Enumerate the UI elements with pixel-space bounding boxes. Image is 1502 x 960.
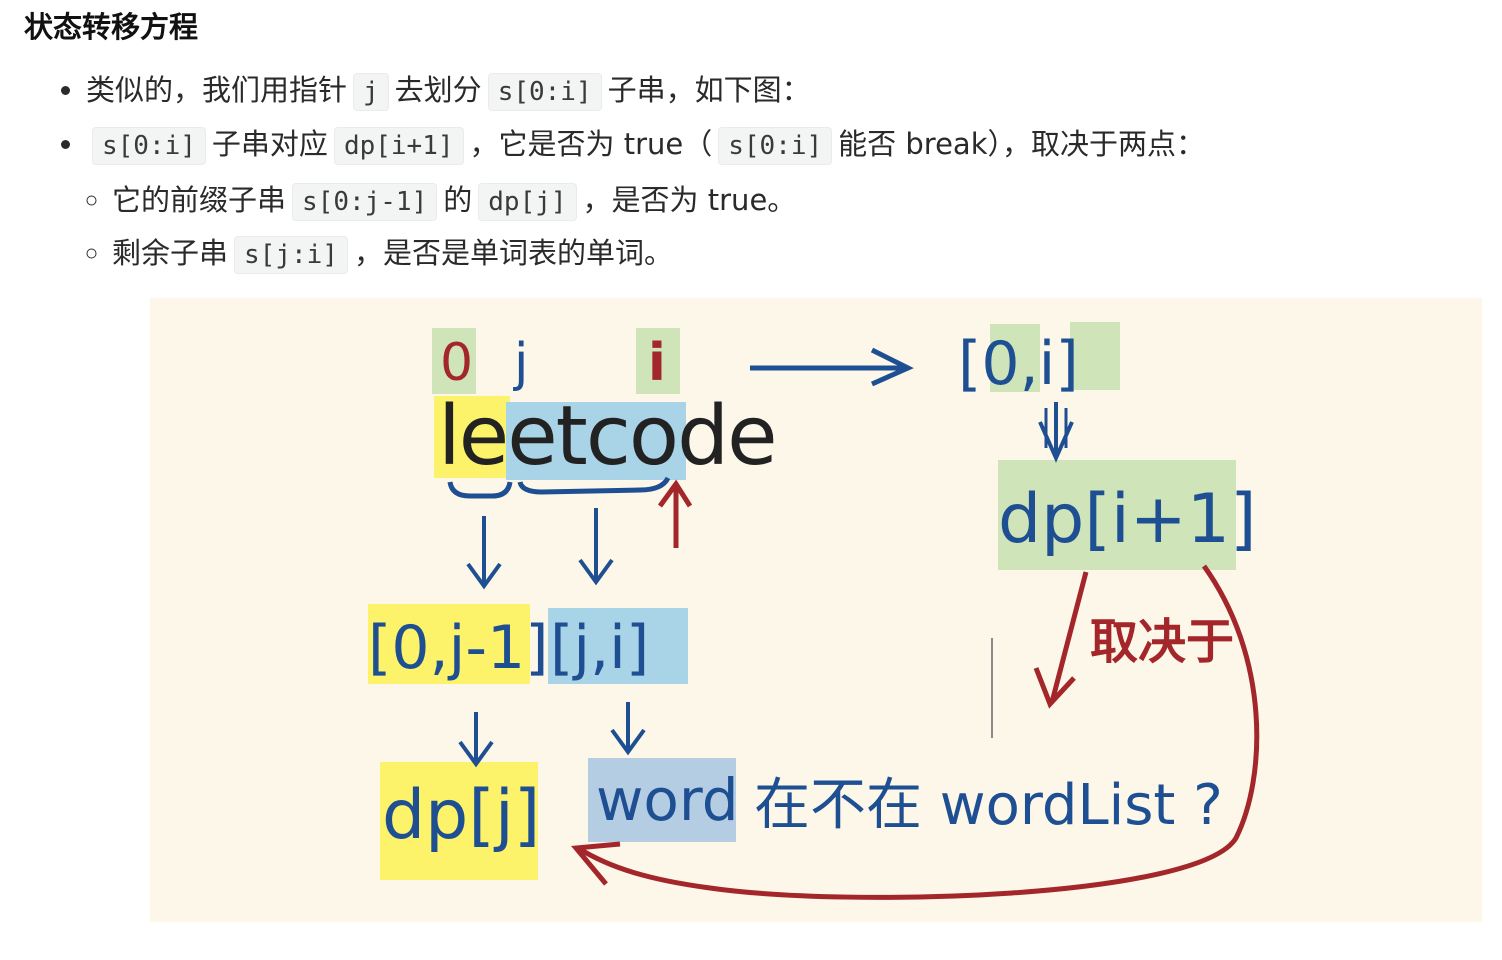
text: 子串，如下图： [607, 73, 811, 107]
text: ，是否是单词表的单词。 [353, 236, 673, 270]
text: 能否 break），取决于两点： [838, 127, 1205, 161]
inline-code: s[j:i] [234, 236, 348, 274]
text: 子串对应 [211, 127, 328, 161]
highlight-j-i [548, 608, 688, 684]
text: ，它是否为 true（ [469, 127, 713, 161]
highlight-l [434, 396, 510, 478]
down-arrow-right [578, 508, 614, 586]
inline-code: dp[j] [478, 183, 577, 221]
word-label: word [596, 766, 739, 834]
highlight-i [636, 328, 680, 394]
text: 类似的，我们用指针 [86, 73, 348, 107]
highlight-0 [432, 328, 476, 394]
double-arrow-shaft [1044, 408, 1068, 448]
text: 它的前缀子串 [112, 183, 287, 217]
text: ，是否为 true。 [582, 183, 797, 217]
inline-code: s[0:j-1] [292, 183, 438, 221]
red-curve-arrow [576, 564, 1260, 900]
range-0-j-minus-1: [0,j-1] [368, 613, 549, 683]
question-text: 在不在 wordList ? [754, 773, 1223, 838]
highlight-i-in-range [1070, 322, 1120, 390]
range-j-i: [j,i] [550, 613, 649, 683]
dp-i-plus-1: dp[i+1] [998, 480, 1257, 559]
inline-code: s[0:i] [718, 127, 833, 165]
label-i: i [648, 333, 666, 393]
down-arrow-to-word [610, 702, 646, 756]
bracket-prefix [447, 481, 513, 499]
highlight-dp-i1 [998, 460, 1236, 570]
inline-code: s[0:i] [92, 127, 206, 165]
text: 去划分 [394, 73, 482, 107]
depends-label: 取决于 [1090, 614, 1234, 670]
down-arrow-left [466, 516, 502, 590]
down-arrow-to-dp-j [458, 712, 494, 768]
red-down-arrow [1033, 571, 1089, 709]
label-j: j [513, 333, 528, 393]
text: 剩余子串 [112, 236, 229, 270]
label-0: 0 [440, 333, 473, 393]
red-curve-arrowhead [571, 841, 621, 886]
right-arrow [750, 347, 914, 387]
highlight-word [588, 758, 736, 842]
range-0-i: [0,i] [958, 329, 1079, 399]
inline-code: j [353, 73, 389, 111]
red-up-arrow [657, 479, 693, 548]
dp-j: dp[j] [382, 776, 540, 855]
text: 的 [443, 183, 473, 217]
bracket-suffix [517, 476, 671, 495]
highlight-etco [506, 402, 686, 480]
highlight-0-j1 [368, 604, 530, 684]
highlight-0-in-range [990, 324, 1040, 392]
diagram-figure: 0 j i leetcode [0,i] dp[i+1] 取决于 [0,j-1]… [150, 298, 1482, 922]
highlight-dp-j [380, 762, 538, 880]
word-leetcode: leetcode [438, 389, 776, 484]
hand-drawn-diagram: 0 j i leetcode [0,i] dp[i+1] 取决于 [0,j-1]… [368, 322, 1260, 900]
section-title: 状态转移方程 [24, 10, 199, 44]
inline-code: s[0:i] [487, 73, 602, 111]
inline-code: dp[i+1] [333, 127, 464, 165]
